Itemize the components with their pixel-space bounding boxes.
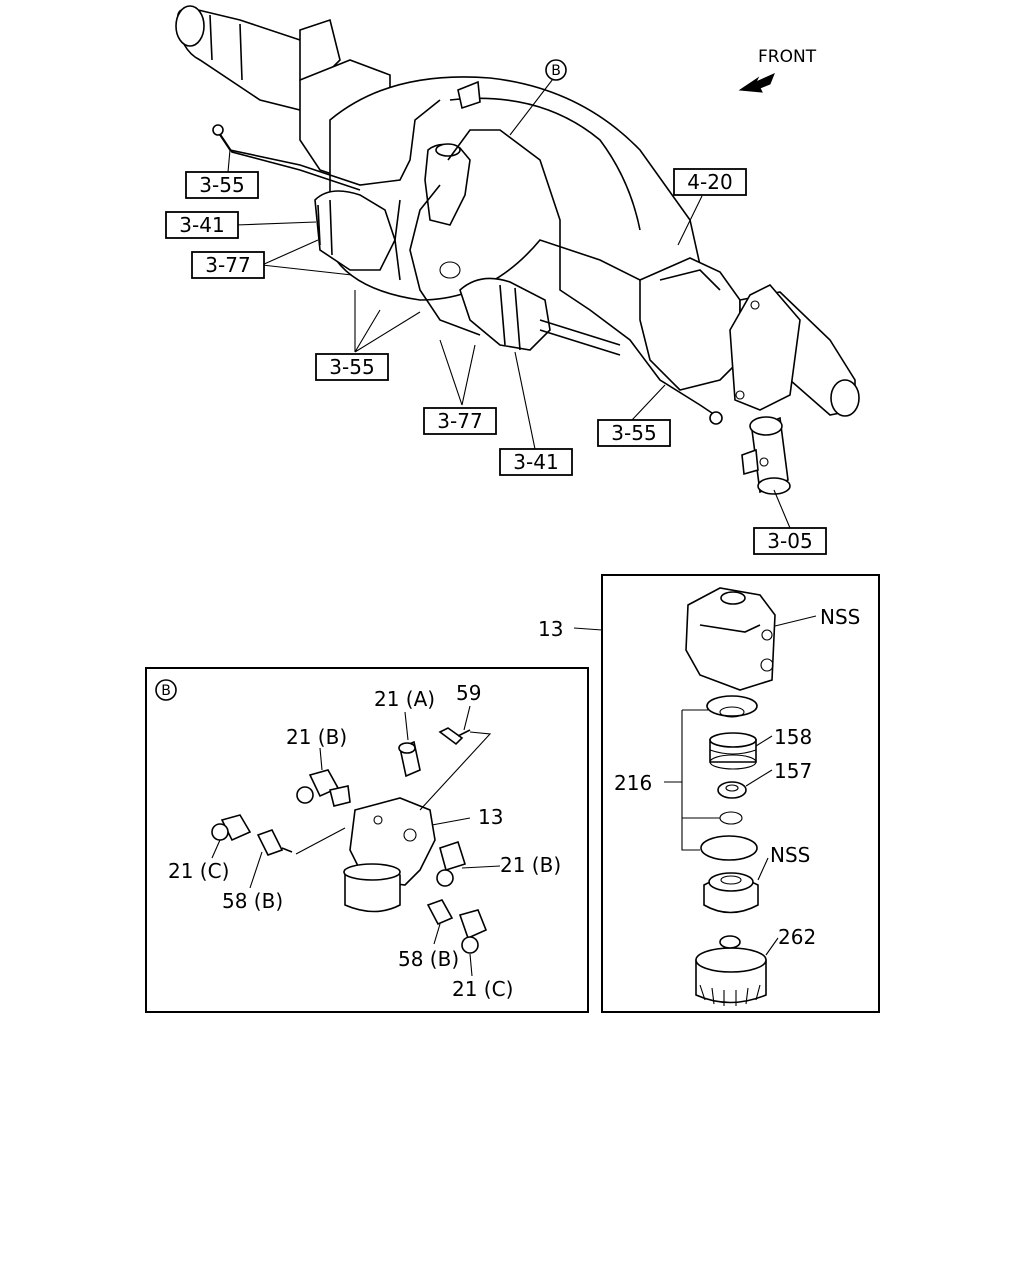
label-216: 216 — [614, 771, 652, 795]
fitting-21b-right — [436, 840, 467, 887]
label-21b-upper: 21 (B) — [286, 725, 347, 749]
front-arrow-icon — [738, 73, 775, 93]
nipple-58b-left — [256, 829, 293, 856]
valve-body-nss — [685, 587, 776, 691]
ref-box-3-55-c: 3-55 — [597, 419, 671, 447]
ref-label: 3-55 — [329, 355, 374, 379]
label-58b-left: 58 (B) — [222, 889, 283, 913]
relay-valve-body — [343, 797, 436, 913]
valve-3-05 — [741, 416, 791, 495]
seal-157 — [717, 781, 747, 799]
detail-b-panel: B — [145, 667, 589, 1013]
label-58b-bottom: 58 (B) — [398, 947, 459, 971]
ref-box-3-05: 3-05 — [753, 527, 827, 555]
label-13-detail: 13 — [478, 805, 503, 829]
piston-cap — [706, 695, 758, 718]
spring-158 — [709, 732, 757, 770]
label-nss-mid: NSS — [770, 843, 810, 867]
brake-chamber-left — [314, 190, 396, 271]
ref-label: 3-55 — [199, 173, 244, 197]
label-21c-left: 21 (C) — [168, 859, 229, 883]
fitting-21b-upper — [296, 769, 351, 807]
ref-label: 3-41 — [179, 213, 224, 237]
kit-bracket-216 — [681, 709, 720, 851]
detail-b-leaders — [211, 705, 501, 977]
label-21c-bottom: 21 (C) — [452, 977, 513, 1001]
label-59: 59 — [456, 681, 481, 705]
callout-b-label: B — [551, 63, 561, 79]
label-21a: 21 (A) — [374, 687, 435, 711]
axle-leader-lines — [227, 74, 791, 529]
o-ring-large — [700, 835, 758, 861]
ref-box-3-41-a: 3-41 — [165, 211, 239, 239]
label-262: 262 — [778, 925, 816, 949]
axle-housing — [175, 5, 860, 417]
ref-label: 3-55 — [611, 421, 656, 445]
ref-box-3-41-b: 3-41 — [499, 448, 573, 476]
fitting-21c-left — [211, 814, 252, 842]
exhaust-cover-262 — [695, 935, 767, 1006]
ref-label: 3-77 — [437, 409, 482, 433]
ref-label: 3-05 — [767, 529, 812, 553]
brake-pipes — [212, 80, 723, 425]
label-158: 158 — [774, 725, 812, 749]
valve-kit-leaders — [745, 615, 817, 956]
fitting-21c-bottom — [458, 909, 488, 954]
brake-chamber-right — [459, 277, 621, 356]
bolt-59 — [438, 727, 471, 746]
front-label: FRONT — [758, 47, 817, 67]
ref-box-4-20: 4-20 — [673, 168, 747, 196]
ref-box-3-55-a: 3-55 — [185, 171, 259, 199]
ref-box-3-55-b: 3-55 — [315, 353, 389, 381]
callout-b-circle — [545, 59, 567, 81]
ref-box-3-77-b: 3-77 — [423, 407, 497, 435]
ref-box-3-77-a: 3-77 — [191, 251, 265, 279]
detail-b-marker: B — [161, 683, 171, 699]
o-ring-small — [719, 811, 743, 825]
valve-insert-nss — [703, 872, 759, 914]
ref-label: 3-41 — [513, 450, 558, 474]
ref-label: 3-77 — [205, 253, 250, 277]
label-13-kit: 13 — [538, 617, 563, 641]
nipple-58b-bottom — [426, 899, 454, 926]
label-21b-right: 21 (B) — [500, 853, 561, 877]
fitting-21a — [398, 740, 421, 778]
label-157: 157 — [774, 759, 812, 783]
label-nss-top: NSS — [820, 605, 860, 629]
valve-kit-panel: 13 — [538, 574, 880, 1013]
ref-label: 4-20 — [687, 170, 732, 194]
